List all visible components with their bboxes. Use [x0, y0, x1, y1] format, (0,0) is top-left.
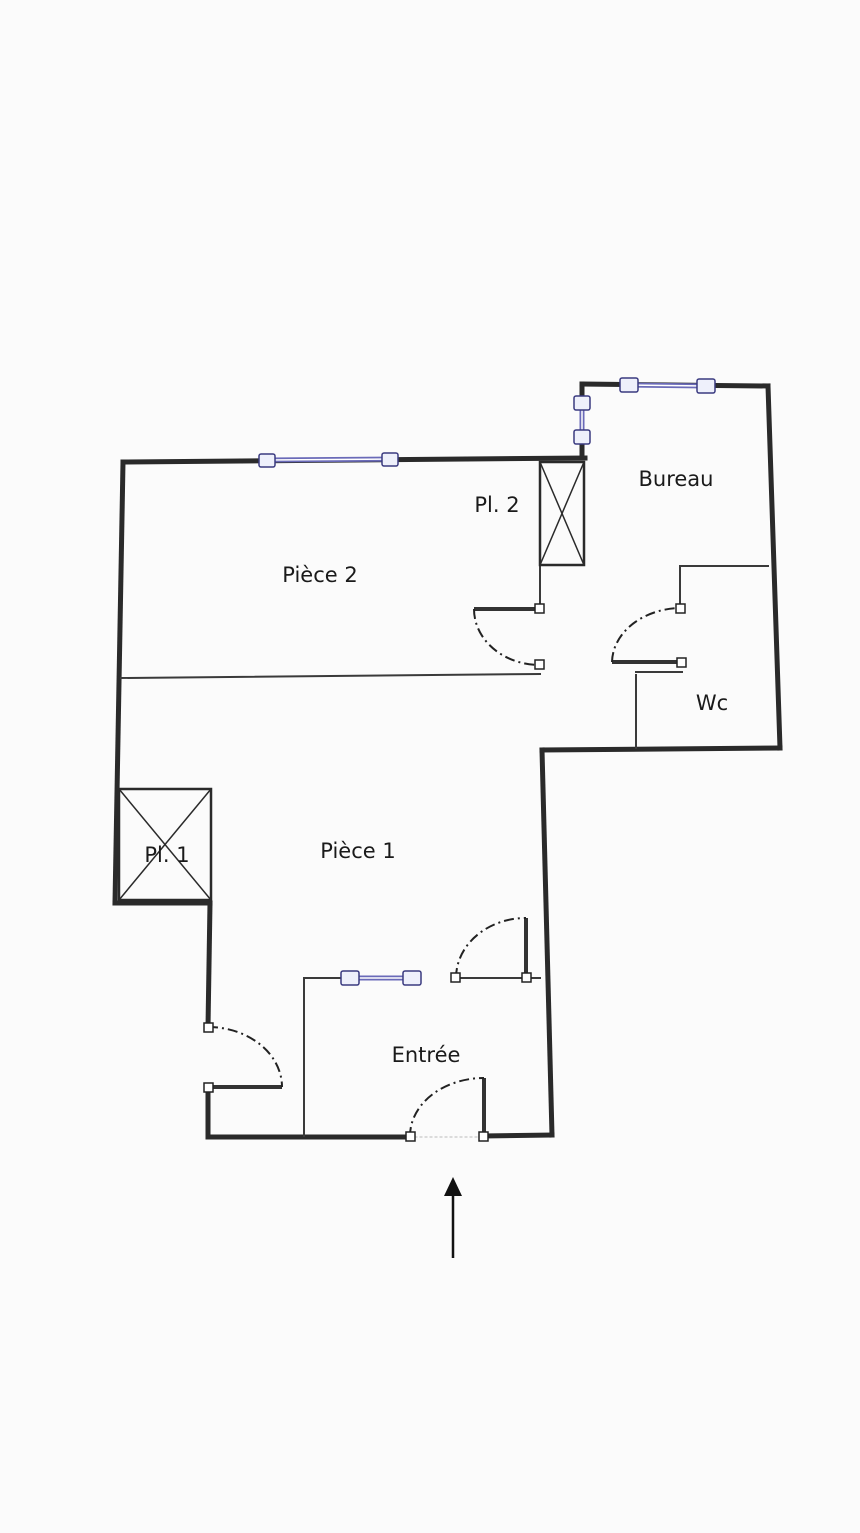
door-piece2[interactable]: [473, 603, 545, 670]
label-wc: Wc: [696, 691, 728, 715]
window-bureau-side: [573, 395, 591, 445]
wall-right: [765, 383, 783, 751]
wall-left-upper: [112, 459, 126, 906]
door-wc[interactable]: [611, 603, 687, 668]
wall-right-lower: [539, 747, 555, 1138]
wall-bottom-wc: [539, 745, 783, 753]
partition-piece2-bottom: [119, 672, 542, 680]
wall-left-lower-top: [205, 900, 213, 1030]
label-placard2: Pl. 2: [474, 493, 519, 517]
label-piece2: Pièce 2: [282, 563, 357, 587]
window-bureau-top: [619, 377, 716, 394]
label-bureau: Bureau: [639, 467, 714, 491]
wall-bottom-right: [481, 1132, 555, 1139]
window-piece2: [258, 452, 399, 468]
interior-walls: [119, 564, 769, 1137]
label-entree: Entrée: [392, 1043, 461, 1067]
label-piece1: Pièce 1: [320, 839, 395, 863]
window-entree: [340, 970, 422, 986]
door-left-piece1[interactable]: [203, 1022, 283, 1093]
door-entree-piece1[interactable]: [450, 917, 532, 983]
label-placard1: Pl. 1: [144, 843, 189, 867]
windows: [258, 377, 716, 986]
closet-pl1: [117, 787, 213, 902]
entrance-arrow-icon: [444, 1177, 462, 1258]
closet-pl2: [538, 460, 586, 567]
door-main-entrance[interactable]: [405, 1077, 489, 1142]
outer-walls: [112, 381, 783, 1140]
